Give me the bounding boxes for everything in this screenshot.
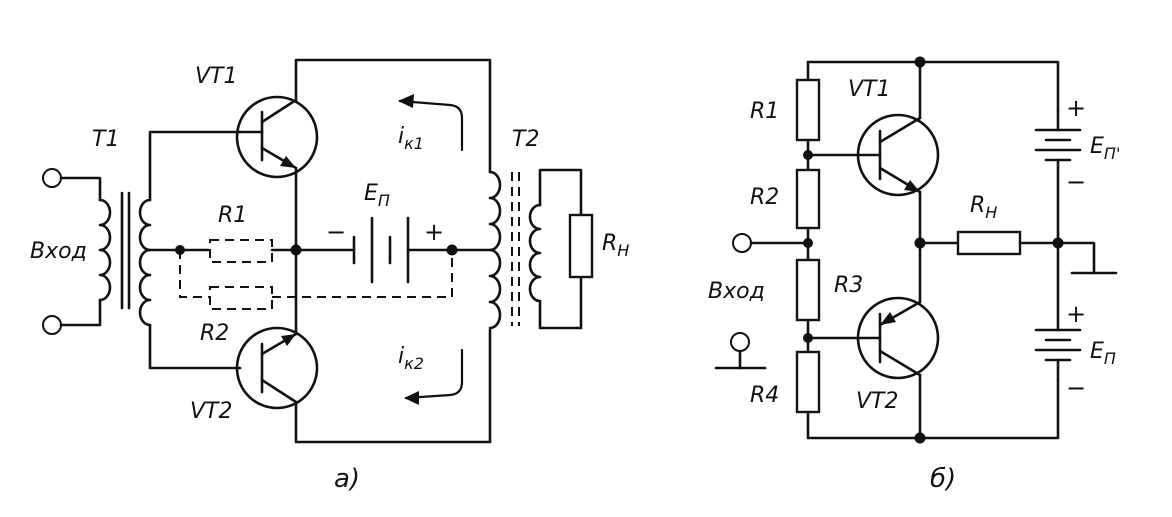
t2-secondary-coil — [528, 203, 542, 303]
ground-terminal-b — [730, 332, 750, 352]
r1-resistor-b — [795, 78, 821, 142]
label-ik2: iк2 — [398, 344, 424, 373]
label-vt2-a: VT2 — [190, 399, 233, 424]
vt2-transistor — [235, 326, 319, 410]
battery-bottom-b — [1034, 328, 1082, 362]
r2-resistor — [209, 286, 273, 310]
wire-top-rail — [806, 60, 1060, 112]
load-resistor-rh — [568, 213, 594, 279]
wire-input-bottom — [59, 298, 102, 327]
vt2-transistor-b — [856, 296, 940, 380]
label-vt1-a: VT1 — [195, 64, 238, 89]
wire-vt2-collector — [294, 328, 492, 444]
label-r1-a: R1 — [218, 203, 247, 228]
wire-r2-right — [272, 250, 453, 298]
wire-load-bottom — [538, 275, 583, 330]
battery-ep — [352, 216, 410, 284]
caption-a: а) — [334, 464, 360, 494]
load-resistor-b — [956, 230, 1022, 256]
vt1-transistor — [235, 95, 319, 179]
input-terminal-bottom — [42, 315, 62, 335]
label-battery-a: EП — [364, 181, 390, 210]
r2-resistor-b — [795, 168, 821, 230]
wire-vt1-collector — [294, 58, 492, 174]
wire-load-top — [538, 168, 583, 217]
label-input-a: Вход — [30, 239, 87, 264]
label-load-a: RН — [602, 231, 629, 260]
label-r2-a: R2 — [200, 321, 229, 346]
arrow-ik1 — [398, 99, 464, 152]
battery-top-b — [1034, 128, 1082, 162]
label-ik1: iк1 — [398, 124, 424, 153]
t1-secondary-coil — [138, 198, 152, 327]
wire-vt2-base — [148, 323, 242, 370]
vt1-transistor-b — [856, 113, 940, 197]
r4-resistor-b — [795, 350, 821, 414]
arrow-ik2 — [404, 348, 464, 400]
junction-battery-plus — [446, 244, 458, 256]
r1-resistor — [209, 239, 273, 263]
t2-primary-coil — [488, 170, 502, 330]
label-r2-b: R2 — [750, 185, 779, 210]
label-load-b: RН — [970, 193, 997, 222]
t1-primary-coil — [98, 198, 112, 302]
wire-bottom-rail — [806, 378, 1060, 440]
battery-top-minus: − — [1066, 168, 1086, 196]
label-battery-bottom: EП — [1090, 339, 1116, 368]
label-r3-b: R3 — [834, 273, 863, 298]
battery-minus-sign: − — [326, 218, 346, 246]
wire-r2-left — [179, 250, 210, 298]
r3-resistor-b — [795, 258, 821, 322]
label-t1: T1 — [92, 127, 119, 152]
battery-plus-sign: + — [424, 218, 444, 246]
battery-bottom-plus: + — [1066, 300, 1086, 328]
label-input-b: Вход — [708, 279, 765, 304]
wire-input-top — [59, 176, 102, 202]
caption-b: б) — [930, 464, 956, 494]
label-vt2-b: VT2 — [856, 389, 899, 414]
label-r1-b: R1 — [750, 99, 779, 124]
wire-ground-b — [1056, 241, 1096, 275]
wire-vt1-base — [148, 130, 242, 202]
battery-bottom-minus: − — [1066, 374, 1086, 402]
input-terminal-top — [42, 168, 62, 188]
label-vt1-b: VT1 — [848, 77, 891, 102]
label-battery-top: EП' — [1090, 134, 1120, 163]
input-terminal-b — [732, 233, 752, 253]
label-r4-b: R4 — [750, 383, 779, 408]
label-t2: T2 — [512, 127, 539, 152]
arrow-ik1-head — [398, 94, 414, 108]
circuit-a: VT1 VT2 T1 T2 R1 R2 Вход EП − + iк1 iк2 … — [30, 58, 629, 494]
arrow-ik2-head — [404, 391, 419, 405]
circuit-b: R1 R2 R3 R4 VT1 VT2 Вход RН + − EП' + − … — [708, 56, 1120, 494]
battery-top-plus: + — [1066, 94, 1086, 122]
